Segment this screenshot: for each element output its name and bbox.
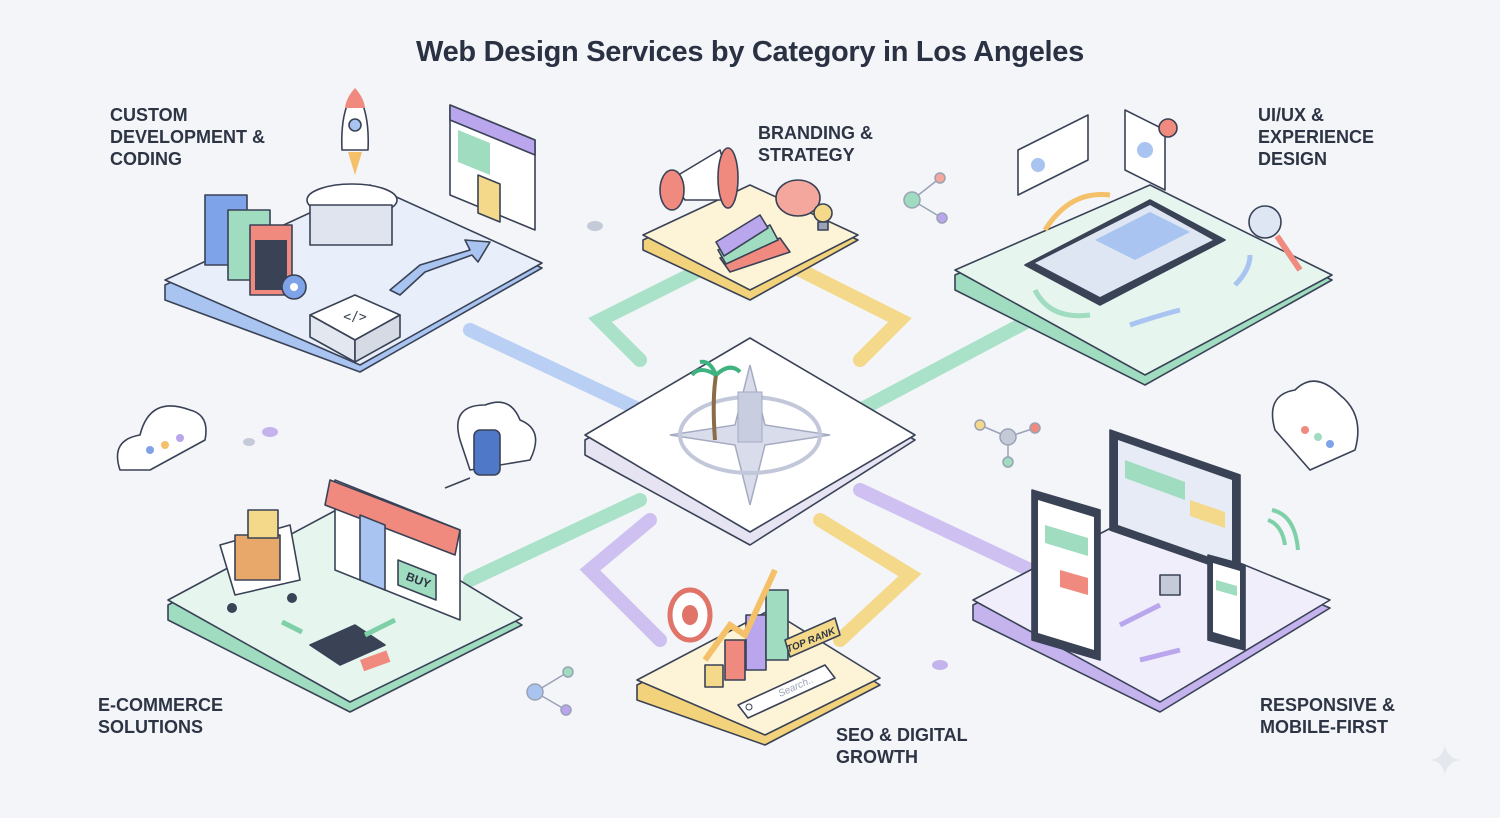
network-nodes-icon (974, 419, 1041, 468)
lightbulb-icon (813, 203, 833, 231)
flow-arrows-icon (1032, 191, 1253, 328)
database-cloud-icon (457, 401, 537, 476)
los-angeles-compass-palm-icon (669, 359, 831, 506)
target-icon (667, 587, 713, 643)
growth-arrow-icon (389, 239, 491, 296)
label-ecommerce: E-COMMERCE SOLUTIONS (98, 695, 223, 737)
decorative-dots (243, 221, 948, 670)
smartphone-icon (1207, 554, 1246, 651)
network-nodes-icon (903, 172, 948, 224)
connectors (463, 263, 1037, 647)
color-swatch-icon (715, 214, 791, 273)
platform-custom-dev[interactable] (164, 184, 543, 373)
desktop-monitor-icon (1109, 429, 1241, 596)
connector-custom-dev (463, 323, 647, 417)
gear-icon (281, 274, 307, 300)
connector-uiux (853, 313, 1037, 417)
user-heart-icon (1124, 109, 1178, 191)
label-responsive: RESPONSIVE & MOBILE-FIRST (1260, 695, 1396, 737)
code-block-icon: </> (309, 294, 401, 363)
connector-ecommerce (463, 493, 647, 587)
connector-seo-right (813, 513, 922, 647)
label-branding: BRANDING & STRATEGY (758, 123, 873, 165)
platform-responsive[interactable] (972, 517, 1331, 713)
profile-card-icon (1017, 114, 1089, 196)
shopping-cart-icon (219, 509, 301, 613)
brain-icon (775, 179, 821, 217)
network-nodes-icon (526, 666, 574, 716)
transfer-arrows-icon (280, 477, 471, 638)
label-seo: SEO & DIGITAL GROWTH (836, 725, 968, 767)
sync-arrows-icon (1118, 602, 1181, 663)
connector-seo-left (579, 513, 667, 647)
tablet-icon (1031, 489, 1101, 661)
page-title: Web Design Services by Category in Los A… (416, 36, 1084, 68)
wireframe-window-icon (449, 104, 536, 231)
cloud-icon (1271, 380, 1359, 471)
sparkle-icon (1430, 745, 1460, 775)
tablet-wireframe-icon (1024, 199, 1226, 306)
rocket-icon (306, 88, 398, 246)
connector-responsive (853, 483, 1037, 577)
connector-branding-right (793, 263, 912, 367)
bar-chart-icon (702, 568, 789, 688)
cloud-icon (116, 405, 207, 471)
label-custom-dev: CUSTOM DEVELOPMENT & CODING (110, 105, 266, 169)
code-editor-icon (204, 194, 293, 296)
wifi-icon (1267, 508, 1300, 551)
connector-branding-left (588, 263, 707, 367)
code-glyph: </> (343, 310, 367, 325)
label-uiux: UI/UX & EXPERIENCE DESIGN (1258, 105, 1375, 169)
storefront-icon: BUY (324, 479, 461, 621)
magnifier-icon (1248, 205, 1303, 272)
megaphone-icon (659, 147, 739, 211)
